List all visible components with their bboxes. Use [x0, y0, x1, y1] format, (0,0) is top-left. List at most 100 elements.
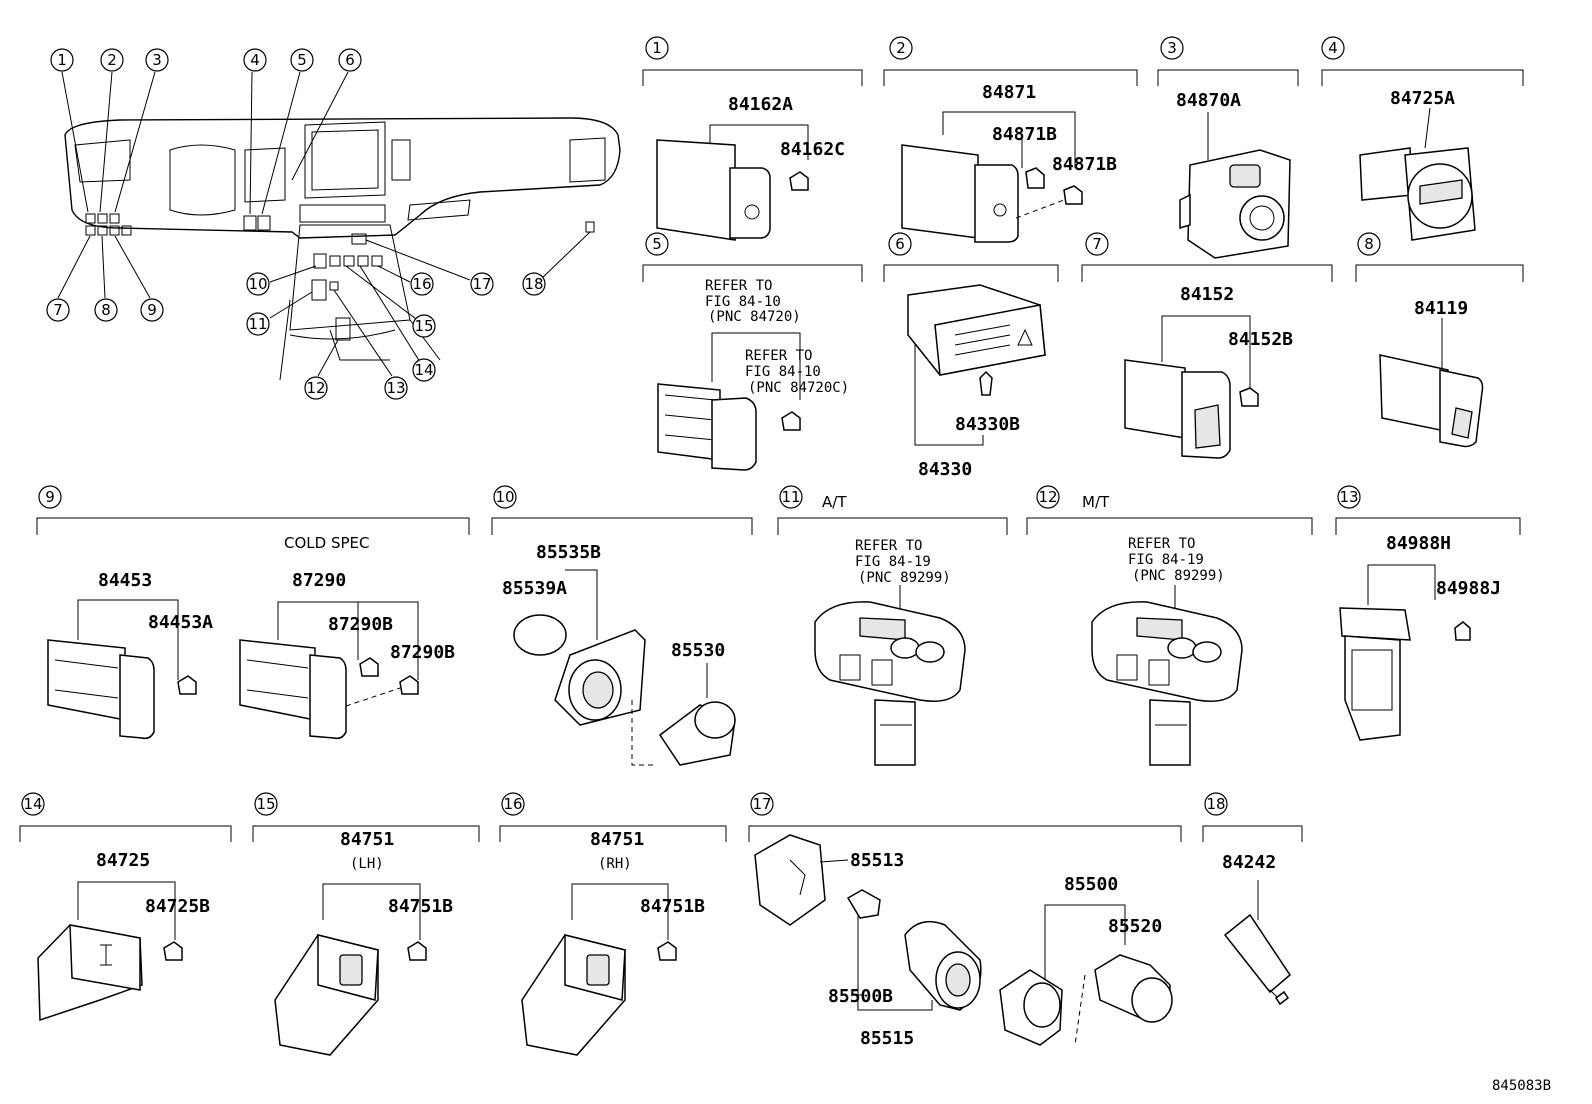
dashboard-callout-marker-label: 12: [306, 379, 325, 397]
part-number: 84725: [96, 850, 150, 871]
dashboard-callout-marker: 8: [94, 298, 118, 322]
group-number-marker-label: 1: [652, 39, 662, 57]
group-number-marker-label: 9: [45, 488, 55, 506]
part-number: 84751: [590, 829, 644, 850]
group-number-marker-label: 11: [781, 488, 800, 506]
dashboard-callout-marker-label: 11: [248, 315, 267, 333]
group-number-marker: 14: [21, 792, 45, 816]
group-number-marker-label: 10: [495, 488, 514, 506]
part-number: 84152B: [1228, 329, 1293, 350]
group-number-marker-label: 17: [752, 795, 771, 813]
part-number: 84988J: [1436, 578, 1501, 599]
part-number: 84152: [1180, 284, 1234, 305]
dashboard-callout-marker-label: 8: [101, 301, 111, 319]
part-number: 85520: [1108, 916, 1162, 937]
dashboard-callout-marker-label: 17: [472, 275, 491, 293]
group-2-switch: [901, 111, 1083, 243]
group-8-switch: [1379, 318, 1484, 448]
group-15-switch: [274, 883, 427, 1056]
dashboard-callout-marker: 11: [246, 312, 270, 336]
group-caption: COLD SPEC: [284, 534, 369, 552]
dashboard-callout-marker-label: 1: [57, 51, 67, 69]
group-number-marker: 3: [1160, 36, 1184, 60]
part-number: 84162C: [780, 139, 845, 160]
group-number-marker-label: 6: [895, 235, 905, 253]
part-number: 87290B: [328, 614, 393, 635]
part-number: 84751B: [388, 896, 453, 917]
dashboard-callout-marker: 15: [412, 314, 436, 338]
dashboard-callout-marker: 13: [384, 376, 408, 400]
group-number-marker: 11: [779, 485, 803, 509]
group-number-marker: 7: [1085, 232, 1109, 256]
group-number-marker: 1: [645, 36, 669, 60]
group-number-marker-label: 15: [256, 795, 275, 813]
part-number: 84330B: [955, 414, 1020, 435]
dashboard-callout-marker-label: 4: [250, 51, 260, 69]
dashboard-callout-marker: 5: [290, 48, 314, 72]
part-number: 84988H: [1386, 533, 1451, 554]
part-number: 84453A: [148, 612, 213, 633]
part-number: 85535B: [536, 542, 601, 563]
group-4-switch: [1359, 107, 1476, 241]
part-number: 87290B: [390, 642, 455, 663]
group-caption: A/T: [822, 493, 847, 511]
diagram-id: 845083B: [1492, 1078, 1551, 1094]
group-9-switches: [47, 599, 419, 740]
part-number: 84242: [1222, 852, 1276, 873]
part-number: 85530: [671, 640, 725, 661]
group-number-marker-label: 14: [23, 795, 42, 813]
dashboard-callout-marker-label: 16: [412, 275, 431, 293]
part-number: 84751: [340, 829, 394, 850]
group-5-switch: [657, 332, 801, 471]
dashboard-callout-marker: 9: [140, 298, 164, 322]
group-number-marker-label: 5: [652, 235, 662, 253]
dashboard-callout-marker: 3: [145, 48, 169, 72]
reference-note: FIG 84-10: [705, 294, 781, 310]
group-number-marker: 15: [254, 792, 278, 816]
group-number-marker: 8: [1357, 232, 1381, 256]
part-number: 85500B: [828, 986, 893, 1007]
part-number: 84162A: [728, 94, 793, 115]
dashboard-callout-marker-label: 9: [147, 301, 157, 319]
group-12-shifter: [1091, 585, 1243, 766]
part-number: 84871B: [992, 124, 1057, 145]
reference-note: FIG 84-19: [1128, 552, 1204, 568]
dashboard-callout-marker: 2: [100, 48, 124, 72]
group-14-switch: [37, 881, 183, 1022]
reference-note: REFER TO: [745, 348, 812, 364]
group-number-marker: 6: [888, 232, 912, 256]
part-number: 84330: [918, 459, 972, 480]
dashboard-callout-marker-label: 6: [345, 51, 355, 69]
part-number: 84870A: [1176, 90, 1241, 111]
part-number: 85500: [1064, 874, 1118, 895]
dashboard-callout-marker-label: 3: [152, 51, 162, 69]
part-number: 85513: [850, 850, 904, 871]
group-7-switch: [1124, 315, 1259, 459]
dashboard-callout-marker-label: 10: [248, 275, 267, 293]
group-18-switch: [1223, 880, 1291, 1006]
dashboard-callout-marker: 14: [412, 358, 436, 382]
dashboard-callout-marker: 6: [338, 48, 362, 72]
part-number: 84871B: [1052, 154, 1117, 175]
dashboard-callout-marker: 7: [46, 298, 70, 322]
dashboard-callout-marker: 1: [50, 48, 74, 72]
reference-note: (PNC 89299): [1132, 568, 1225, 584]
dashboard-callout-marker-label: 5: [297, 51, 307, 69]
part-number: 84725B: [145, 896, 210, 917]
group-number-marker-label: 16: [503, 795, 522, 813]
dashboard-callout-marker-label: 18: [524, 275, 543, 293]
dashboard-callout-marker: 18: [522, 272, 546, 296]
group-brackets: [19, 69, 1524, 842]
dashboard-callout-marker: 12: [304, 376, 328, 400]
group-number-marker: 17: [750, 792, 774, 816]
group-11-shifter: [814, 585, 966, 766]
group-6-switch: [907, 284, 1046, 446]
dashboard-callout-marker-label: 14: [414, 361, 433, 379]
group-number-marker-label: 12: [1038, 488, 1057, 506]
group-number-marker: 9: [38, 485, 62, 509]
group-number-marker: 10: [493, 485, 517, 509]
part-number: 84453: [98, 570, 152, 591]
part-number: 84871: [982, 82, 1036, 103]
dashboard-callout-marker: 17: [470, 272, 494, 296]
